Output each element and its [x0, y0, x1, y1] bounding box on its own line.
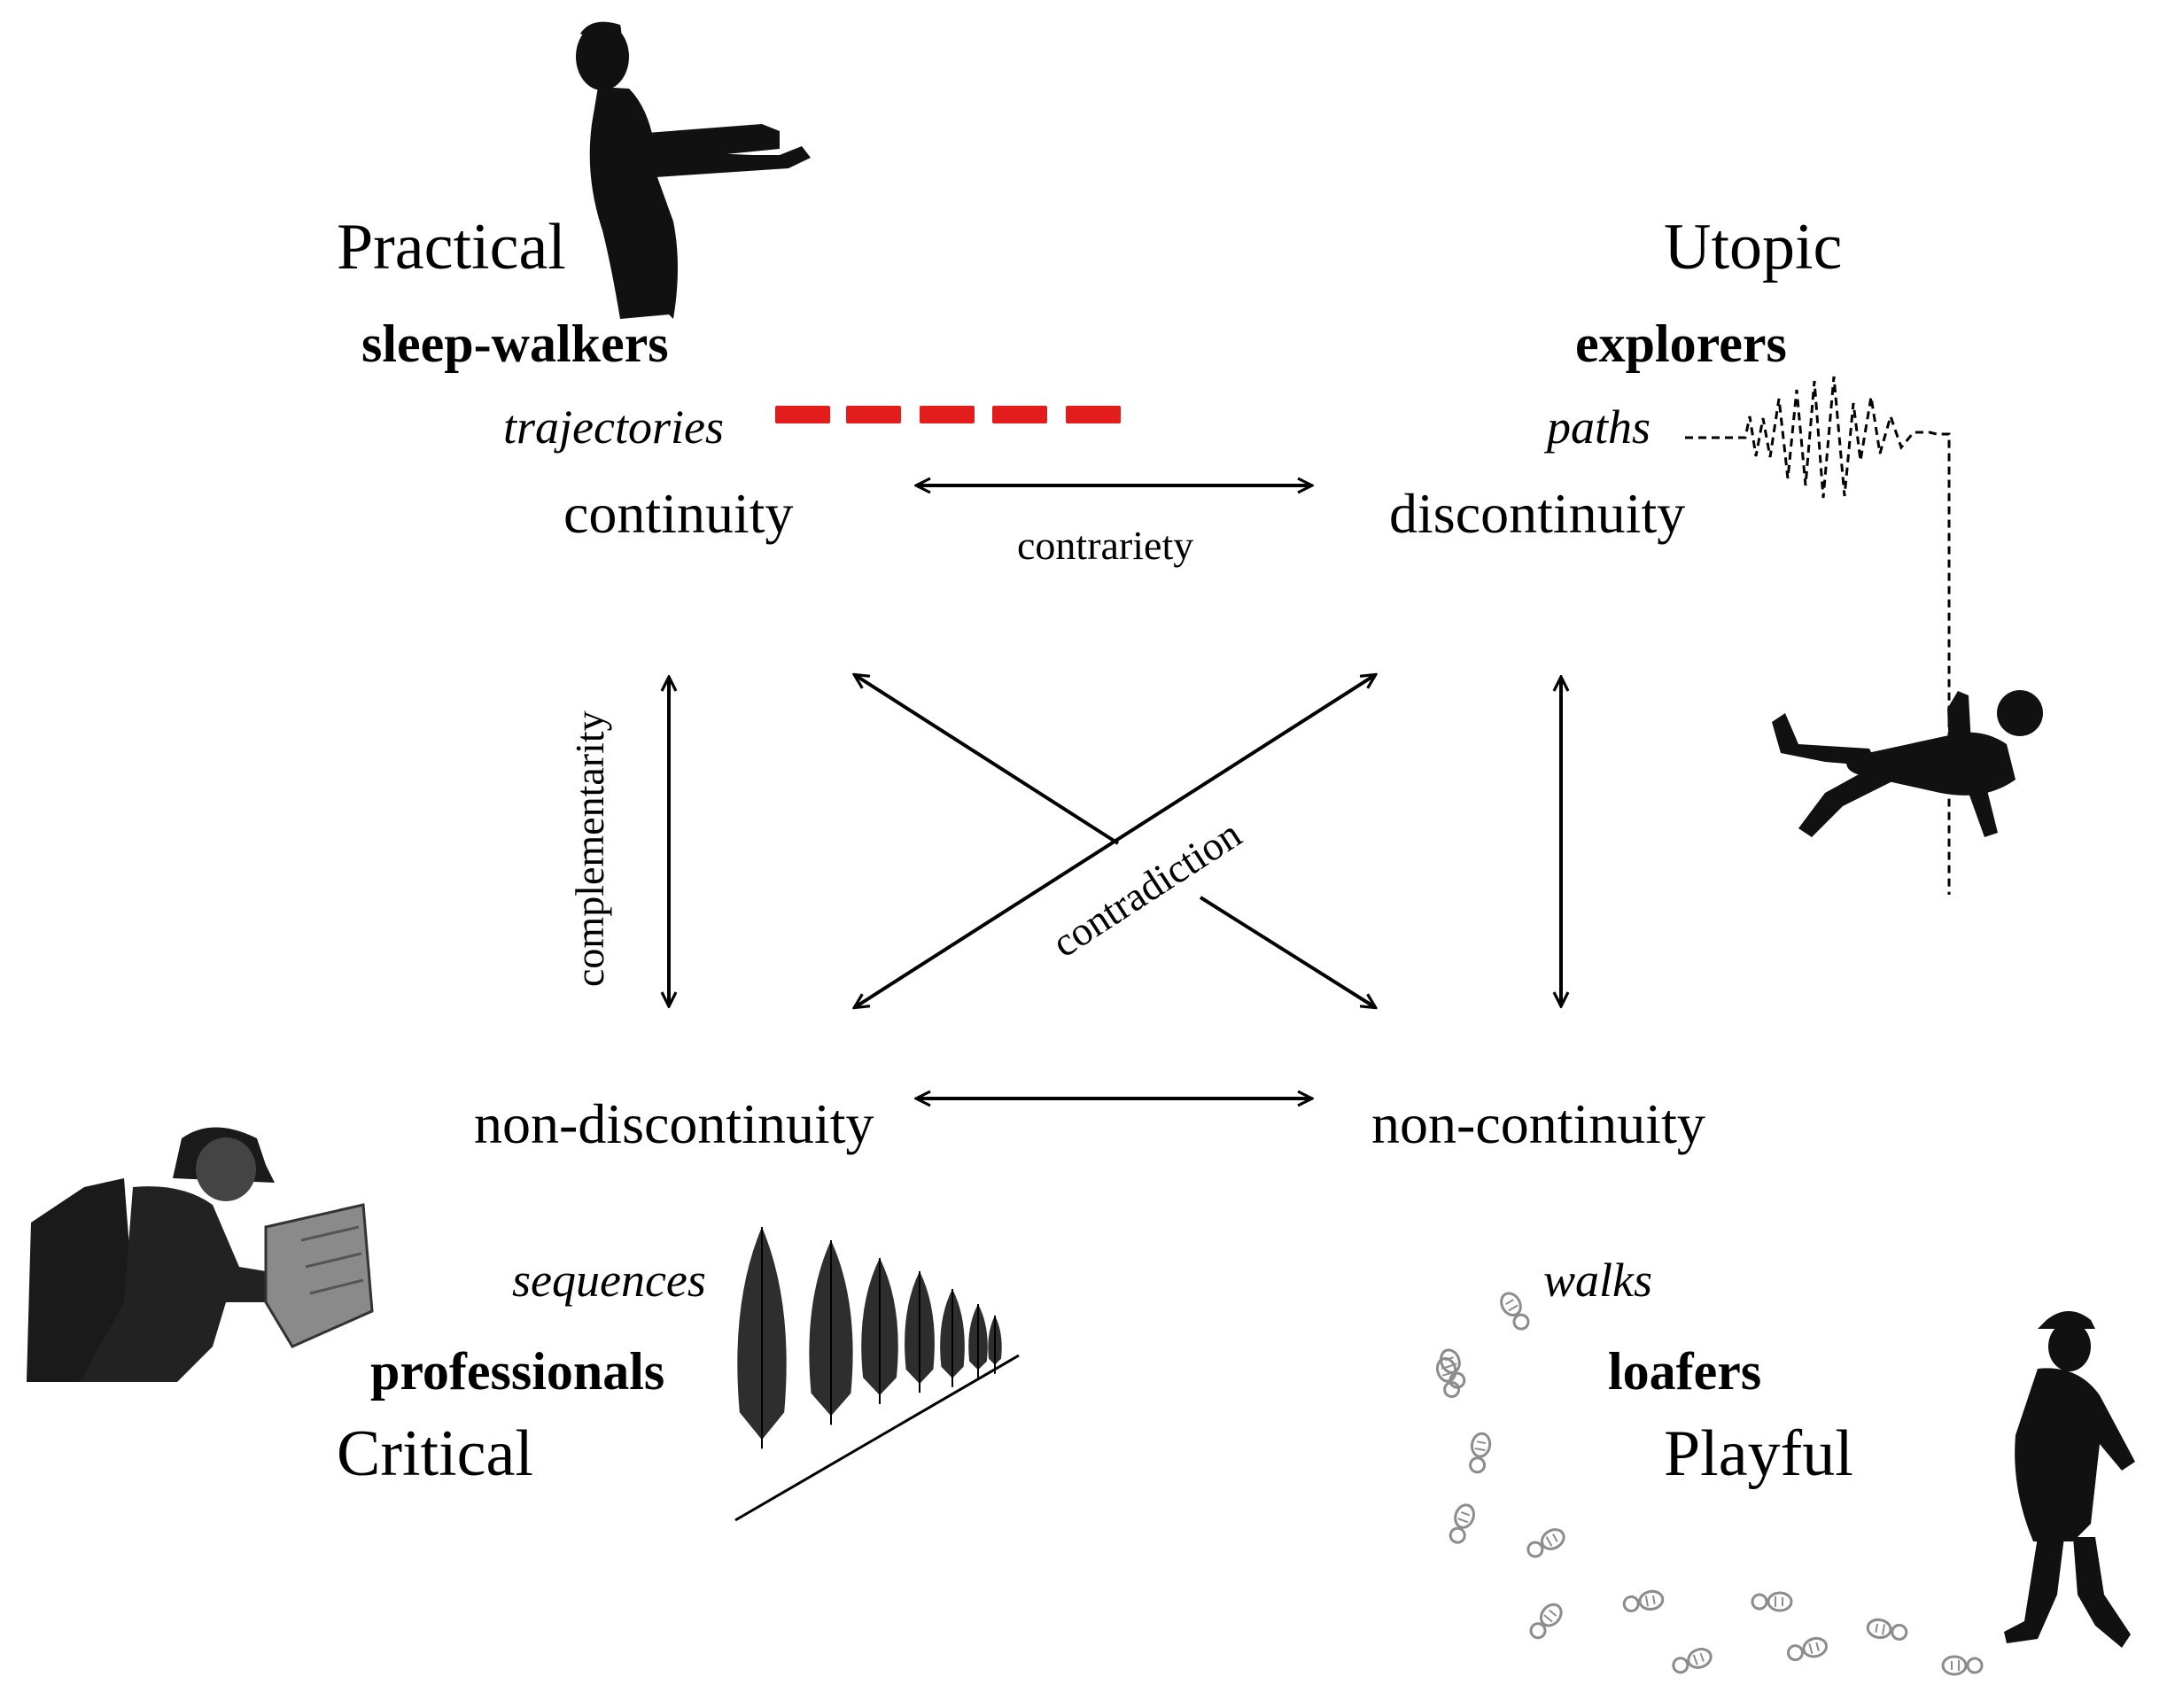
relation-contrariety: contrariety: [1017, 523, 1194, 568]
tree-7: [988, 1316, 1002, 1374]
actor-sleep-walkers: sleep-walkers: [361, 314, 669, 373]
actor-explorers: explorers: [1575, 314, 1787, 373]
footprint-3: [1469, 1432, 1492, 1474]
footprint-12: [1941, 1655, 1984, 1676]
tree-2: [809, 1240, 853, 1425]
way-paths: paths: [1547, 400, 1651, 454]
footprint-9: [1751, 1591, 1793, 1612]
tree-3: [861, 1258, 898, 1404]
trajectory-dash-1: [775, 406, 830, 423]
tree-6: [968, 1304, 988, 1379]
tree-1: [737, 1227, 787, 1449]
trajectory-dash-5: [1066, 406, 1121, 423]
mode-utopic: Utopic: [1664, 211, 1843, 283]
term-discontinuity: discontinuity: [1389, 482, 1686, 545]
footprint-4: [1449, 1503, 1475, 1544]
tree-5: [940, 1289, 965, 1387]
map-reader-silhouette-icon: [27, 1127, 374, 1382]
term-continuity: continuity: [563, 482, 794, 545]
tree-row-icon: [737, 1227, 1002, 1449]
way-walks: walks: [1543, 1254, 1653, 1307]
footprint-1: [1500, 1292, 1530, 1331]
footprint-13: [1435, 1356, 1461, 1399]
actor-professionals: professionals: [370, 1342, 665, 1401]
footprint-11: [1866, 1618, 1908, 1641]
sleepwalker-silhouette-icon: [576, 21, 811, 319]
footprint-7: [1622, 1589, 1665, 1612]
mode-critical: Critical: [337, 1417, 533, 1490]
footprint-10: [1786, 1636, 1829, 1662]
term-non-discontinuity: non-discontinuity: [474, 1092, 874, 1155]
contradiction-arrow-falling-lower: [1199, 896, 1375, 1007]
contradiction-arrow-falling-upper: [855, 675, 1120, 845]
relation-complementarity: complementarity: [567, 710, 612, 987]
trajectory-dash-2: [846, 406, 901, 423]
footprint-8: [1672, 1648, 1713, 1674]
tree-4: [905, 1271, 935, 1394]
walker-silhouette-icon: [2004, 1311, 2135, 1648]
footprints-icon: [1435, 1292, 1984, 1676]
way-sequences: sequences: [512, 1254, 706, 1307]
mode-playful: Playful: [1664, 1417, 1853, 1490]
mode-practical: Practical: [337, 211, 566, 283]
trajectory-dashes: [775, 406, 1121, 423]
actor-loafers: loafers: [1608, 1342, 1762, 1401]
trajectory-dash-4: [992, 406, 1047, 423]
climber-silhouette-icon: [1772, 690, 2043, 837]
term-non-continuity: non-continuity: [1371, 1092, 1705, 1155]
footprint-5: [1526, 1528, 1565, 1558]
squiggle-path-icon: [1685, 376, 1951, 895]
trajectory-dash-3: [920, 406, 975, 423]
tree-ground-line: [734, 1354, 1020, 1522]
way-trajectories: trajectories: [503, 400, 724, 454]
footprint-6: [1529, 1603, 1563, 1640]
